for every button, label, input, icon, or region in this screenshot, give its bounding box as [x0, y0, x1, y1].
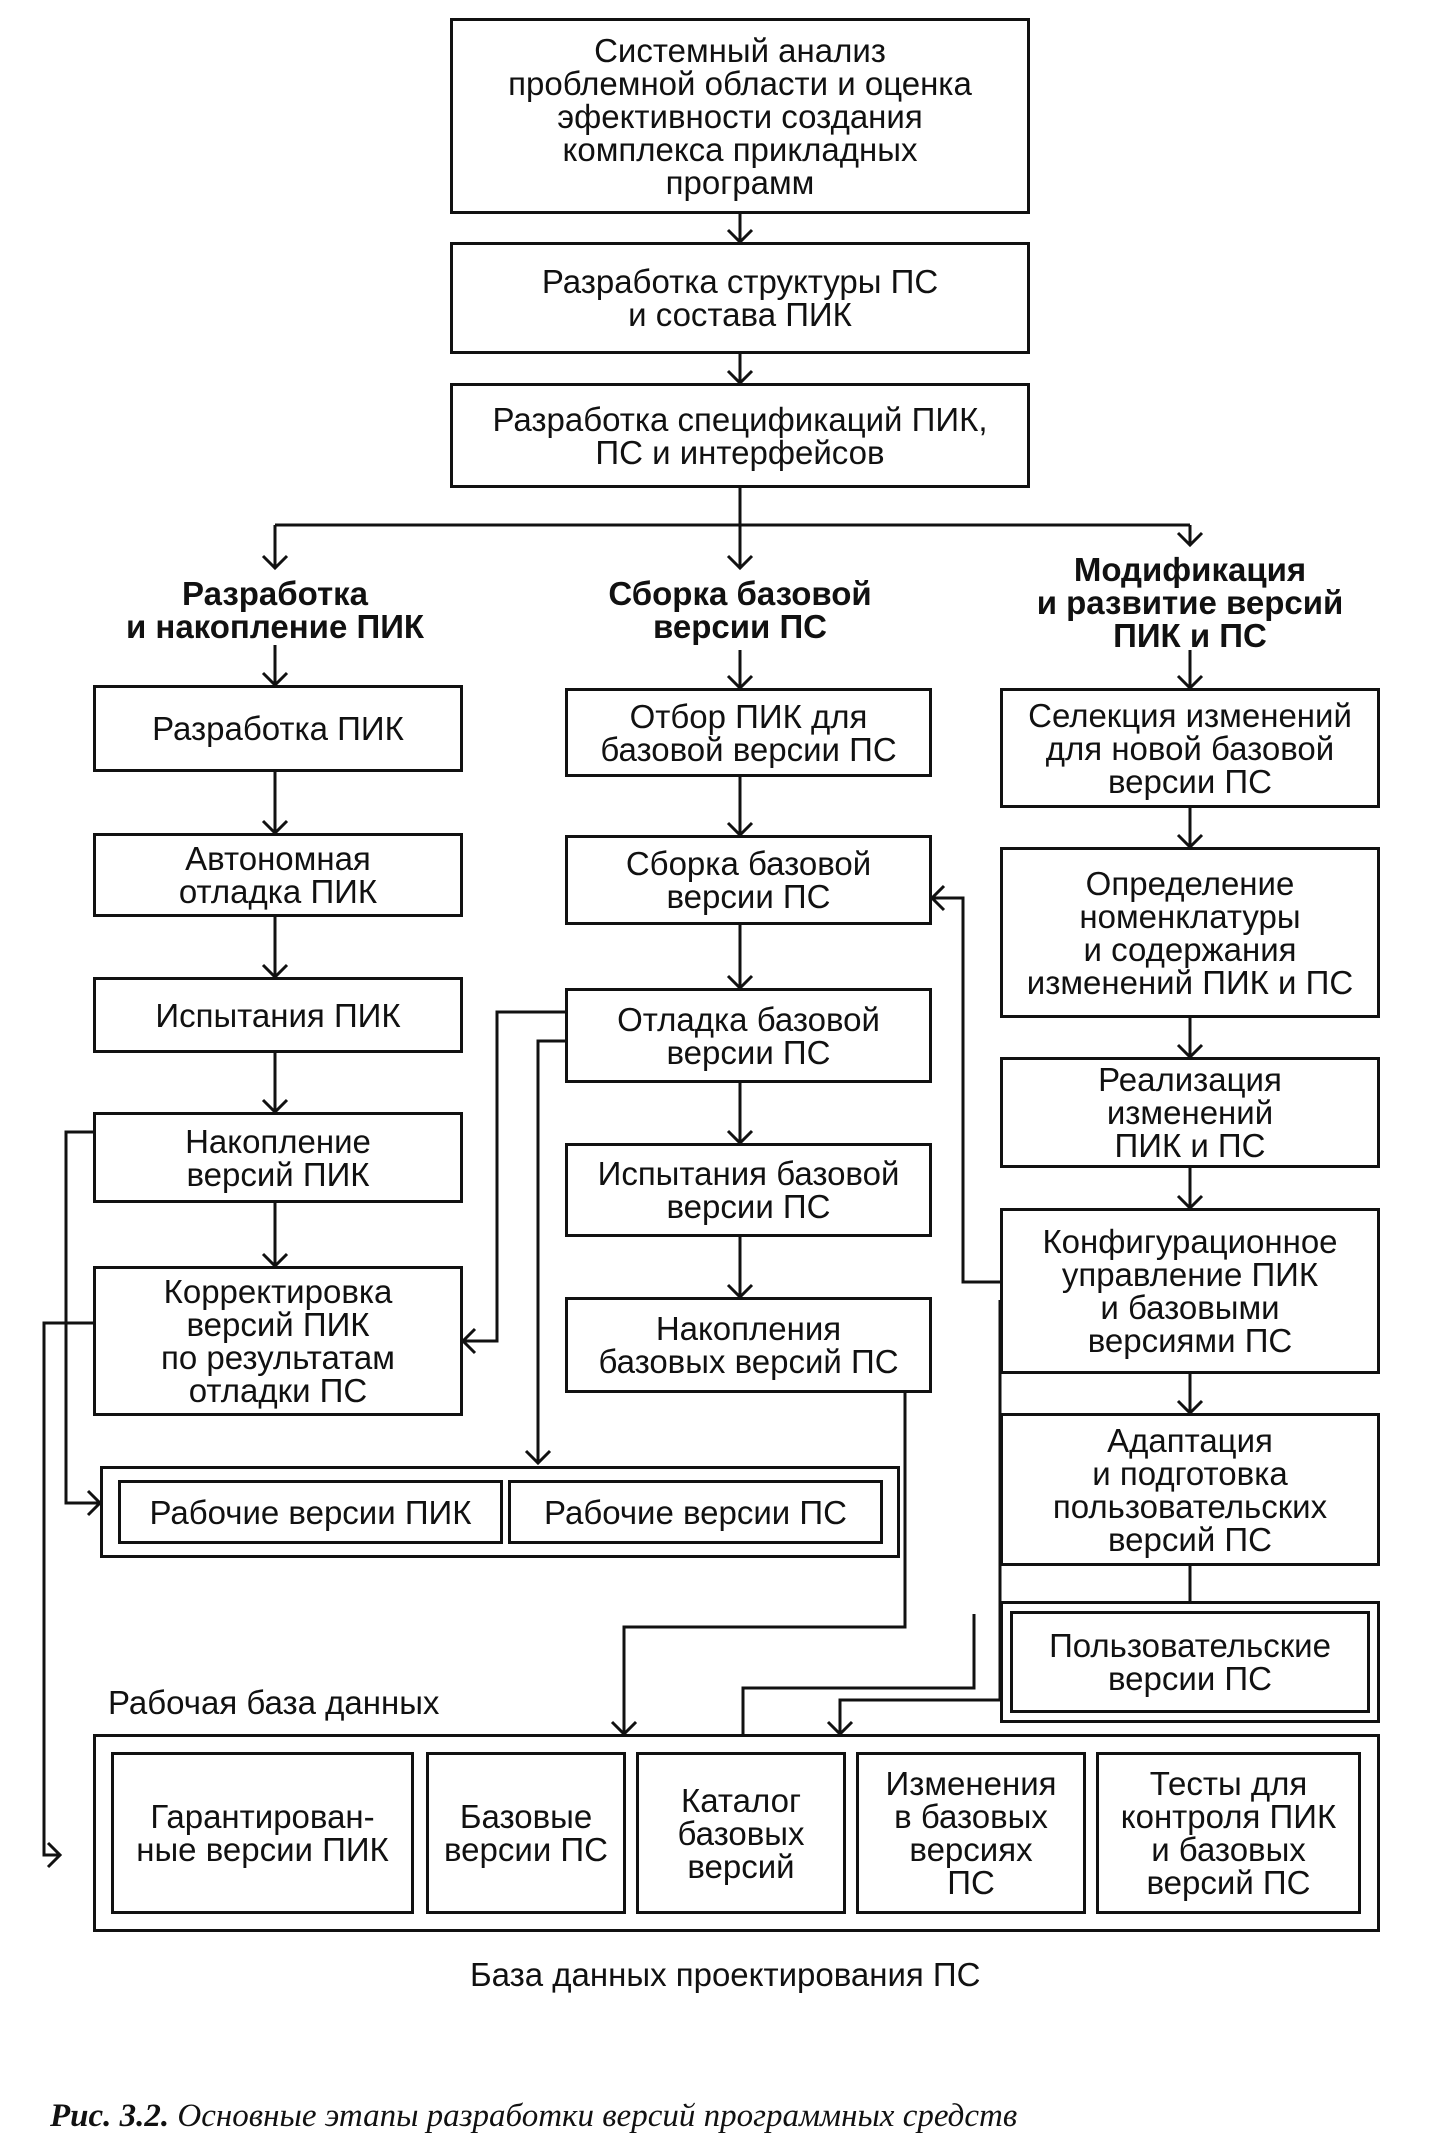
caption-prefix: Рис. 3.2. — [50, 2098, 170, 2134]
left-step-4: Накопление версий ПИК — [93, 1112, 463, 1203]
db-cell-guaranteed-label: Гарантирован- ные версии ПИК — [136, 1798, 389, 1868]
center-branch-heading: Сборка базовой версии ПС — [608, 575, 872, 645]
db-cell-tests-label: Тесты для контроля ПИК и базовых версий … — [1120, 1765, 1337, 1901]
working-versions-ps-label: Рабочие версии ПС — [544, 1493, 847, 1531]
arrow-center-3-4 — [726, 1083, 754, 1146]
arrow-analysis-to-structure — [726, 214, 754, 245]
arrow-structure-to-specs — [726, 354, 754, 386]
db-cell-catalog: Каталог базовых версий — [636, 1752, 846, 1914]
left-step-1: Разработка ПИК — [93, 685, 463, 772]
feedback-debug-to-correction — [460, 1010, 565, 1355]
user-versions-frame: Пользовательские версии ПС — [1000, 1601, 1380, 1723]
db-cell-changes: Изменения в базовых версиях ПС — [856, 1752, 1086, 1914]
analysis-label: Системный анализ проблемной области и оц… — [508, 31, 972, 201]
line-catalog-connector — [741, 1614, 976, 1734]
left-step-1-label: Разработка ПИК — [152, 710, 404, 747]
right-step-1: Селекция изменений для новой базовой вер… — [1000, 688, 1380, 808]
arrow-center-2-3 — [726, 925, 754, 991]
right-step-3-label: Реализация изменений ПИК и ПС — [1098, 1061, 1282, 1164]
left-step-3: Испытания ПИК — [93, 977, 463, 1053]
user-versions-inner-frame — [1010, 1611, 1370, 1713]
right-step-2-label: Определение номенклатуры и содержания из… — [1026, 864, 1354, 1001]
design-db-label: База данных проектирования ПС — [470, 1956, 981, 1993]
center-step-4: Испытания базовой версии ПС — [565, 1143, 932, 1237]
db-cell-tests: Тесты для контроля ПИК и базовых версий … — [1096, 1752, 1361, 1914]
arrow-left-2-3 — [261, 917, 289, 980]
arrow-left-3-4 — [261, 1053, 289, 1115]
line-accum-base-to-db — [610, 1393, 907, 1737]
structure-label: Разработка структуры ПС и состава ПИК — [541, 263, 939, 333]
feedback-config-to-assembly — [929, 884, 1000, 1284]
right-step-5-label: Адаптация и подготовка пользовательских … — [1052, 1421, 1328, 1558]
analysis-box: Системный анализ проблемной области и оц… — [450, 18, 1030, 214]
arrow-right-2-3 — [1176, 1018, 1204, 1060]
arrow-right-1-2 — [1176, 808, 1204, 850]
specs-label: Разработка спецификаций ПИК, ПС и интерф… — [492, 400, 988, 471]
working-db-frame: Гарантирован- ные версии ПИК Базовые вер… — [93, 1734, 1380, 1932]
figure-caption: Рис. 3.2. Основные этапы разработки верс… — [50, 2098, 1017, 2135]
arrow-left-head-to-step1 — [261, 645, 289, 688]
right-step-1-label: Селекция изменений для новой базовой вер… — [1028, 696, 1352, 800]
caption-text: Основные этапы разработки версий програм… — [177, 2098, 1018, 2134]
right-step-4-label: Конфигурационное управление ПИК и базовы… — [1042, 1223, 1338, 1359]
center-step-3: Отладка базовой версии ПС — [565, 988, 932, 1083]
left-step-5: Корректировка версий ПИК по результатам … — [93, 1266, 463, 1416]
right-branch-heading: Модификация и развитие версий ПИК и ПС — [1036, 551, 1344, 654]
left-branch-heading: Разработка и накопление ПИК — [125, 575, 425, 645]
center-step-2: Сборка базовой версии ПС — [565, 835, 932, 925]
db-cell-base-versions: Базовые версии ПС — [426, 1752, 626, 1914]
left-step-2-label: Автономная отладка ПИК — [178, 840, 378, 910]
arrow-right-4-5 — [1176, 1374, 1204, 1416]
arrow-center-4-5 — [726, 1237, 754, 1300]
user-versions-label: Пользовательские версии ПС — [1049, 1627, 1331, 1697]
arrow-center-head-to-step1 — [726, 650, 754, 691]
db-cell-changes-label: Изменения в базовых версиях ПС — [885, 1765, 1057, 1901]
center-step-1: Отбор ПИК для базовой версии ПС — [565, 688, 932, 777]
branch-split-line — [261, 488, 1204, 571]
working-versions-frame: Рабочие версии ПИК Рабочие версии ПС — [100, 1466, 900, 1558]
arrow-left-1-2 — [261, 772, 289, 836]
left-step-4-label: Накопление версий ПИК — [185, 1122, 371, 1193]
db-cell-guaranteed: Гарантирован- ные версии ПИК — [111, 1752, 414, 1914]
center-step-5-label: Накопления базовых версий ПС — [598, 1310, 899, 1380]
left-step-2: Автономная отладка ПИК — [93, 833, 463, 917]
user-versions-box: Пользовательские версии ПС — [1003, 1604, 1377, 1720]
right-step-2: Определение номенклатуры и содержания из… — [1000, 847, 1380, 1018]
line-debug-to-working-ps — [524, 1039, 565, 1466]
right-step-5: Адаптация и подготовка пользовательских … — [1000, 1413, 1380, 1566]
arrow-right-head-to-step1 — [1176, 650, 1204, 691]
center-step-5: Накопления базовых версий ПС — [565, 1297, 932, 1393]
db-cell-base-versions-label: Базовые версии ПС — [444, 1798, 608, 1868]
center-step-4-label: Испытания базовой версии ПС — [597, 1155, 900, 1225]
working-versions-pik-label: Рабочие версии ПИК — [149, 1493, 472, 1531]
right-step-4: Конфигурационное управление ПИК и базовы… — [1000, 1208, 1380, 1374]
line-correction-to-guaranteed — [42, 1321, 93, 1869]
center-step-2-label: Сборка базовой версии ПС — [625, 845, 872, 915]
left-step-3-label: Испытания ПИК — [155, 996, 401, 1034]
arrow-center-1-2 — [726, 777, 754, 838]
arrow-left-4-5 — [261, 1203, 289, 1269]
working-db-label: Рабочая база данных — [108, 1684, 440, 1721]
specs-box: Разработка спецификаций ПИК, ПС и интерф… — [450, 383, 1030, 488]
right-step-3: Реализация изменений ПИК и ПС — [1000, 1057, 1380, 1168]
db-cell-catalog-label: Каталог базовых версий — [677, 1781, 805, 1885]
working-versions-pik: Рабочие версии ПИК — [118, 1480, 503, 1544]
arrow-right-3-4 — [1176, 1168, 1204, 1211]
working-versions-ps: Рабочие версии ПС — [508, 1480, 883, 1544]
center-step-1-label: Отбор ПИК для базовой версии ПС — [600, 697, 897, 768]
structure-box: Разработка структуры ПС и состава ПИК — [450, 242, 1030, 354]
left-step-5-label: Корректировка версий ПИК по результатам … — [161, 1273, 395, 1409]
center-step-3-label: Отладка базовой версии ПС — [617, 1000, 880, 1071]
